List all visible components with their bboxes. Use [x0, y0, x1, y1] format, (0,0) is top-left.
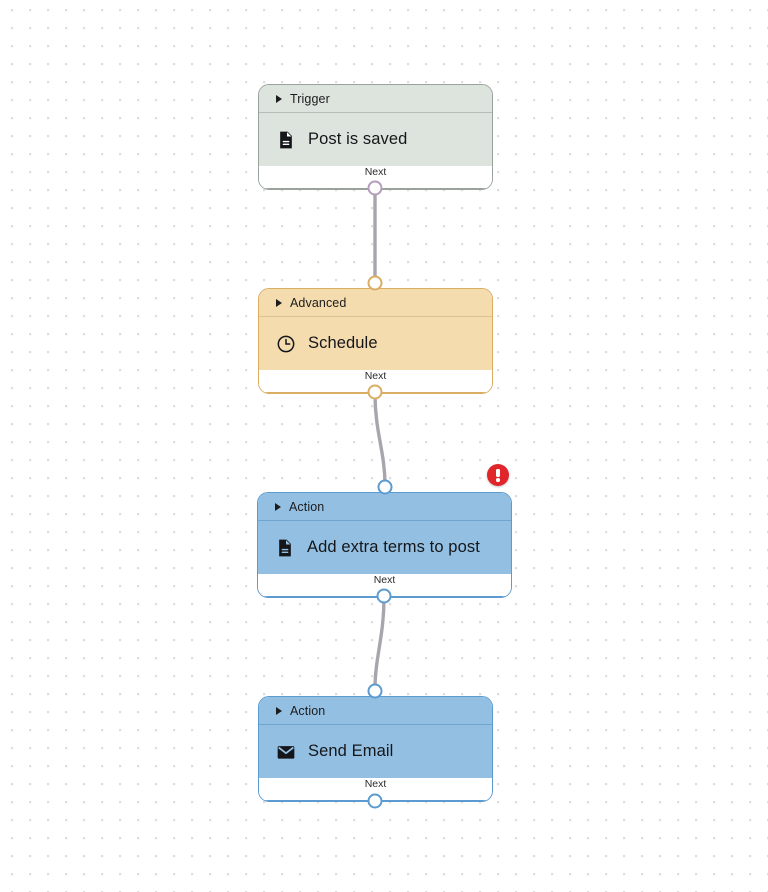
port-action-email-in[interactable] — [367, 683, 383, 699]
node-kind-header[interactable]: Advanced — [259, 289, 492, 317]
node-kind-label: Trigger — [290, 91, 330, 106]
workflow-node-advanced[interactable]: Advanced Schedule Next — [258, 288, 493, 394]
error-badge[interactable] — [487, 464, 509, 486]
port-trigger-out[interactable] — [367, 180, 383, 196]
port-action-terms-out[interactable] — [376, 588, 392, 604]
clock-icon — [277, 335, 295, 352]
node-kind-header[interactable]: Action — [258, 493, 511, 521]
chevron-right-icon[interactable] — [276, 94, 282, 103]
document-icon — [279, 539, 291, 556]
workflow-node-action-terms[interactable]: Action Add extra terms to post Next — [257, 492, 512, 598]
node-kind-label: Action — [290, 703, 326, 718]
edge-action-to-email — [373, 596, 386, 691]
node-next-label: Next — [364, 370, 387, 382]
node-next-label: Next — [364, 778, 387, 790]
node-kind-label: Advanced — [290, 295, 347, 310]
workflow-node-action-email[interactable]: Action Send Email Next — [258, 696, 493, 802]
node-title: Add extra terms to post — [307, 538, 480, 556]
envelope-icon — [277, 745, 295, 759]
node-kind-label: Action — [289, 499, 325, 514]
port-advanced-out[interactable] — [367, 384, 383, 400]
node-title: Schedule — [308, 334, 378, 352]
node-kind-header[interactable]: Action — [259, 697, 492, 725]
node-body[interactable]: Send Email — [259, 725, 492, 778]
node-body[interactable]: Add extra terms to post — [258, 521, 511, 574]
workflow-node-trigger[interactable]: Trigger Post is saved Next — [258, 84, 493, 190]
port-action-terms-in[interactable] — [377, 479, 393, 495]
node-body[interactable]: Schedule — [259, 317, 492, 370]
port-action-email-out[interactable] — [367, 793, 383, 809]
chevron-right-icon[interactable] — [276, 298, 282, 307]
node-title: Post is saved — [308, 130, 408, 148]
node-title: Send Email — [308, 742, 394, 760]
document-icon — [280, 131, 292, 148]
node-next-label: Next — [373, 574, 396, 586]
node-body[interactable]: Post is saved — [259, 113, 492, 166]
node-next-label: Next — [364, 166, 387, 178]
edge-advanced-to-action — [373, 392, 387, 487]
node-kind-header[interactable]: Trigger — [259, 85, 492, 113]
chevron-right-icon[interactable] — [275, 502, 281, 511]
chevron-right-icon[interactable] — [276, 706, 282, 715]
port-advanced-in[interactable] — [367, 275, 383, 291]
